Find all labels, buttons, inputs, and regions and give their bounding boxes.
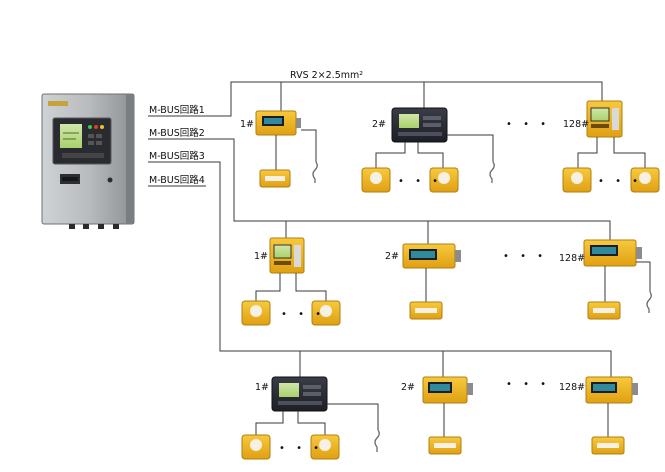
bus-label-1: M-BUS回路1 <box>149 105 205 116</box>
row2-devices-ellipsis: • • • <box>503 251 548 262</box>
row1-label-2: 2# <box>372 119 387 130</box>
row3-temp-probe-1 <box>374 429 380 452</box>
row2-meter-128 <box>583 239 652 320</box>
cable-spec-label: RVS 2×2.5mm² <box>290 70 364 81</box>
bus-line-3 <box>148 161 612 377</box>
row3-meter-128 <box>585 376 638 455</box>
row2-ct-2 <box>409 301 443 320</box>
row1-temp-probe-1 <box>312 161 318 183</box>
row1-ct-2b <box>429 167 459 193</box>
panel-keypad <box>62 134 104 158</box>
bus-wiring <box>148 81 612 377</box>
row2-meter-1 <box>241 237 341 326</box>
panel-cable-glands <box>69 224 119 229</box>
row3-ct-ellipsis-1: • • • <box>279 443 324 454</box>
panel-indicator-lights <box>88 125 104 129</box>
row2-temp-probe-128 <box>646 291 652 313</box>
row1-ct-ellipsis-2: • • • <box>398 176 443 187</box>
row3-ct-1a <box>241 434 271 460</box>
row1-ct-128b <box>630 167 660 193</box>
monitoring-panel <box>41 93 135 229</box>
row1-meter-128 <box>562 100 660 193</box>
panel-logo <box>48 101 68 106</box>
row1-meter-1 <box>255 110 318 188</box>
row2-meter-2 <box>402 243 461 320</box>
row1-label-128: 128# <box>563 119 590 130</box>
row3-ct-2 <box>428 436 462 455</box>
bus-line-2 <box>148 138 611 240</box>
row2-ct-128 <box>587 301 621 320</box>
row3-label-2: 2# <box>401 382 416 393</box>
row3-label-128: 128# <box>559 382 586 393</box>
row3-label-1: 1# <box>255 382 270 393</box>
bus-label-3: M-BUS回路3 <box>149 151 205 162</box>
row2-ct-1b <box>311 300 341 326</box>
row2-label-128: 128# <box>559 253 586 264</box>
row3-meter-1 <box>241 376 380 460</box>
row2-label-2: 2# <box>385 251 400 262</box>
row3-meter-2 <box>422 376 473 455</box>
row1-ct-ellipsis-128: • • • <box>598 176 643 187</box>
row3-devices-ellipsis: • • • <box>506 379 551 390</box>
row2-ct-1a <box>241 300 271 326</box>
row2-label-1: 1# <box>254 251 269 262</box>
row1-ct-2a <box>361 167 391 193</box>
row1-meter-2 <box>361 107 495 193</box>
row3-ct-128 <box>591 436 625 455</box>
row1-ct-128a <box>562 167 592 193</box>
row1-label-1: 1# <box>240 119 255 130</box>
row3-ct-1b <box>310 434 340 460</box>
bus-label-4: M-BUS回路4 <box>149 175 205 186</box>
row1-ct-1 <box>259 169 291 188</box>
panel-screen <box>60 124 82 148</box>
panel-printer-slot <box>60 174 80 184</box>
row2-ct-ellipsis-1: • • • <box>281 309 326 320</box>
row1-temp-probe-2 <box>489 161 495 183</box>
row1-devices-ellipsis: • • • <box>506 119 551 130</box>
bus-label-2: M-BUS回路2 <box>149 128 205 139</box>
panel-key-lock <box>107 177 113 183</box>
bus-line-1 <box>148 81 603 117</box>
